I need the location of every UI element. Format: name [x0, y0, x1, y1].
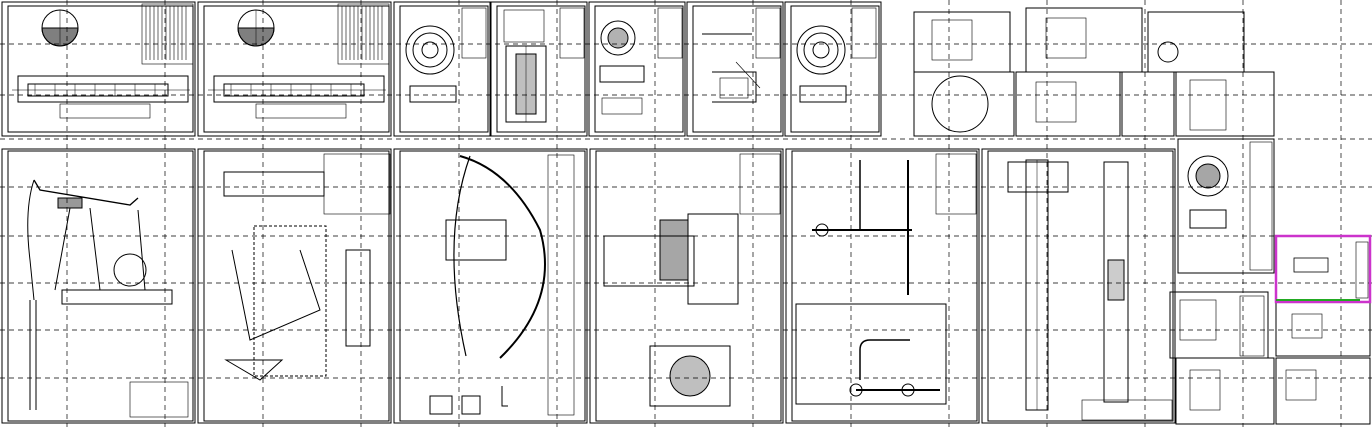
top-sheet-2[interactable] [197, 1, 392, 137]
top-right-cluster[interactable] [913, 7, 1275, 137]
main-sheet-downhole[interactable] [981, 148, 1176, 424]
top-sheet-4[interactable] [490, 1, 588, 137]
main-sheet-piping[interactable] [785, 148, 980, 424]
main-sheet-horsehead-arc[interactable] [393, 148, 588, 424]
main-sheet-pumping-unit[interactable] [1, 148, 196, 424]
side-sheet-gear[interactable] [1177, 138, 1275, 274]
main-sheet-linkage[interactable] [197, 148, 392, 424]
side-sheet-bottom[interactable] [1175, 357, 1371, 425]
top-sheet-3[interactable] [393, 1, 491, 137]
top-sheet-6[interactable] [686, 1, 784, 137]
top-sheet-7[interactable] [784, 1, 882, 137]
main-sheet-gearbox[interactable] [589, 148, 784, 424]
top-sheet-1[interactable] [1, 1, 196, 137]
top-sheet-5[interactable] [588, 1, 686, 137]
selected-sheet[interactable] [1274, 234, 1372, 304]
